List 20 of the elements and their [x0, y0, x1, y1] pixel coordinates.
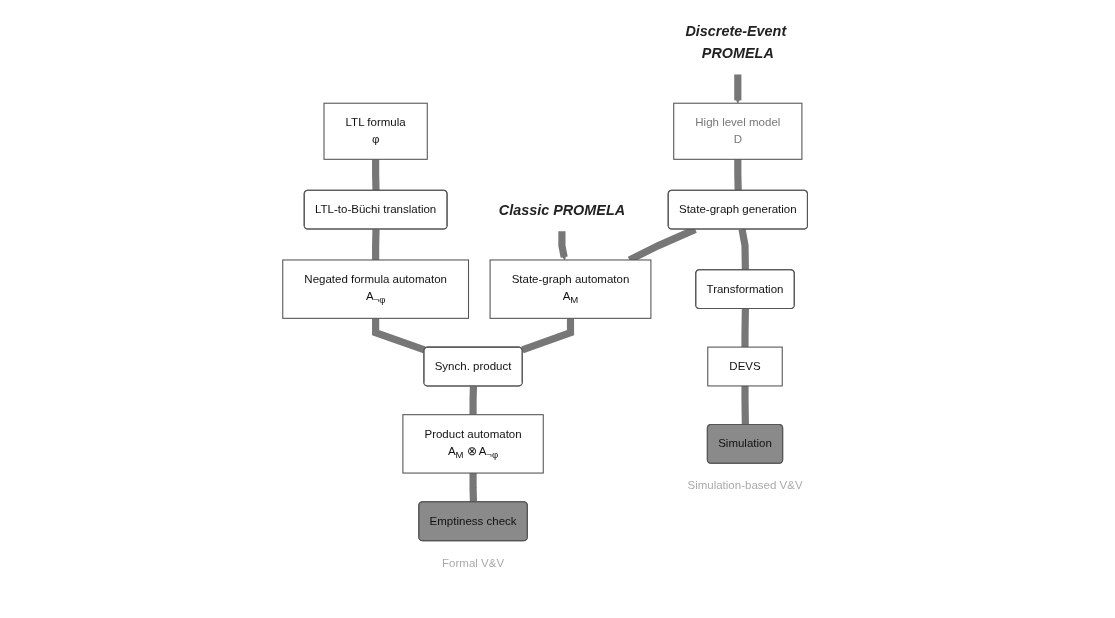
- connector: [372, 318, 427, 354]
- node-box: Negated formula automaton A$_{¬φ}$: [282, 259, 470, 319]
- node-box: State-graph automaton A$_{M}$: [490, 259, 652, 319]
- node-box: DEVS: [707, 346, 784, 387]
- node-text: Classic PROMELA: [499, 201, 626, 218]
- connector: [741, 385, 750, 425]
- connector: [741, 308, 750, 348]
- node-text: Discrete-Event PROMELA: [685, 23, 787, 61]
- connector: [372, 229, 381, 260]
- connector: [521, 318, 575, 354]
- connector: [372, 159, 381, 191]
- node-label: Formal V&V: [442, 556, 505, 569]
- node-box: LTL formula φ: [323, 102, 429, 160]
- connector: [469, 386, 478, 415]
- connector: [739, 228, 750, 271]
- connector: [734, 159, 743, 191]
- node-box: Product automaton A$_{M}$ ⊗ A$_{¬φ}$: [402, 414, 545, 474]
- node-label: Simulation-based V&V: [687, 479, 804, 492]
- connector: [469, 473, 478, 503]
- node-box: High level model D: [673, 102, 803, 160]
